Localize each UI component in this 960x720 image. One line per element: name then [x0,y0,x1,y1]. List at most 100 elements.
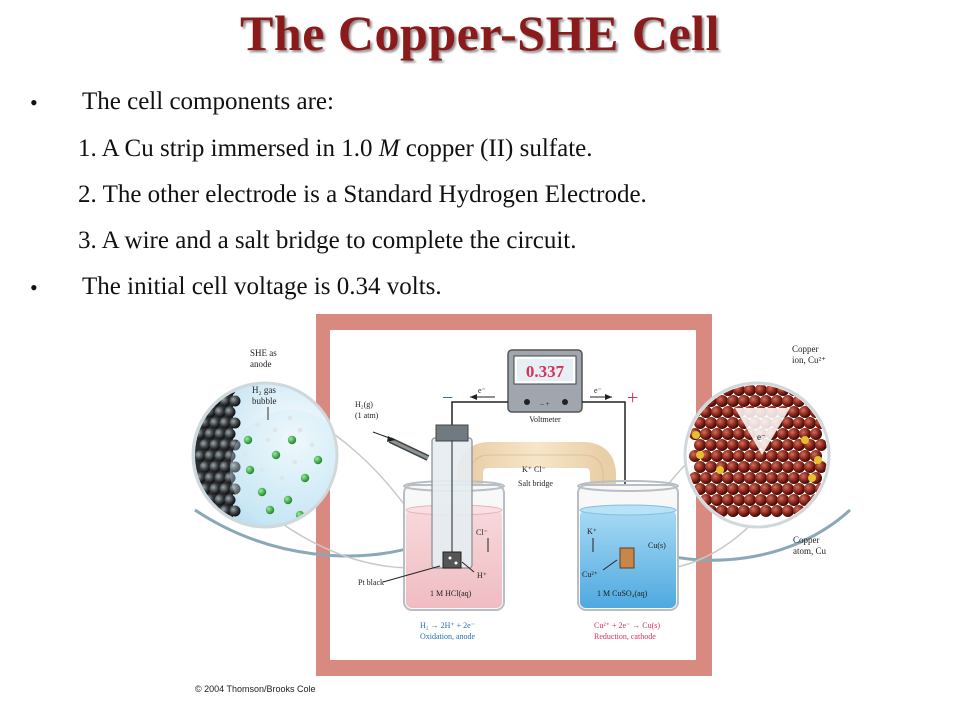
copper-atom [771,395,783,407]
copper-atom [777,494,789,506]
copper-atom [705,439,717,451]
h2-bubble-label-1: H₂ gas [252,385,276,395]
hydrogen-ion [300,473,310,483]
copper-atom [727,395,739,407]
cathode-copper-solid: Cu(s) [648,541,666,550]
platinum-atom [224,494,236,506]
copper-atom [722,406,734,418]
item-1-num: 1. [78,135,97,162]
copper-atom [804,483,816,495]
copper-atom [749,395,761,407]
anode-solution-label: 1 M HCl(aq) [430,589,472,598]
copper-atom [815,439,827,451]
copper-atom [722,494,734,506]
copper-atom [782,439,794,451]
platinum-atom [229,417,241,429]
voltmeter-display: 0.337 [526,362,565,381]
copper-atom-label-1: Copper [793,535,820,545]
copper-atom [771,505,783,517]
bullet-components: The cell components are: [82,88,334,115]
copper-atom [711,406,723,418]
platinum-atom [204,450,216,462]
copper-atom [760,461,772,473]
item-1-pre: A Cu strip immersed in 1.0 [101,135,379,162]
copper-atom [766,494,778,506]
hydrogen-molecule [292,459,298,465]
copper-atom [694,439,706,451]
copper-atom [744,494,756,506]
copper-atom [760,505,772,517]
item-2: 2. The other electrode is a Standard Hyd… [78,181,647,209]
copper-atom [733,494,745,506]
copper-atom [755,385,767,396]
copper-atom [749,483,761,495]
copper-ion-particle [696,451,704,459]
hydrogen-molecule [297,427,303,433]
platinum-atom [204,385,216,396]
negative-terminal-sign: − [442,387,453,409]
copper-atom [810,385,822,396]
item-3-text: A wire and a salt bridge to complete the… [101,227,577,254]
copper-atom [727,439,739,451]
copper-ion-particle [814,456,822,464]
copper-atom [744,450,756,462]
copper-atom [749,461,761,473]
copper-atom [716,483,728,495]
copper-atom [760,483,772,495]
hydrogen-molecule [242,452,248,458]
copyright-note: © 2004 Thomson/Brooks Cole [195,684,316,694]
copper-atom [744,472,756,484]
copper-atom [711,472,723,484]
copper-atom [771,439,783,451]
item-3: 3. A wire and a salt bridge to complete … [78,227,576,255]
platinum-atom [209,417,221,429]
copper-atom [788,472,800,484]
copper-atom [771,461,783,473]
h2-gas-label: H₂(g) [355,400,373,409]
pt-black-label: Pt black [358,578,384,587]
copper-atom [733,472,745,484]
copper-atom [694,417,706,429]
copper-atom [755,472,767,484]
copper-ion-particle [692,431,700,439]
hydrogen-ion [287,435,297,445]
copper-atom [766,472,778,484]
she-zoom-circle [191,381,339,529]
platinum-atom [214,406,226,418]
hydrogen-molecule [259,467,265,473]
copper-atom [755,494,767,506]
copper-atom [744,385,756,396]
platinum-atom [214,428,226,440]
hydrogen-molecule [255,497,261,503]
copper-atom [760,395,772,407]
copper-ion-label-1: Copper [792,344,819,354]
platinum-atom [199,395,211,407]
copper-atom [738,395,750,407]
copper-atom [793,461,805,473]
copper-atom [771,483,783,495]
zoom-electron-label: e⁻ [757,432,766,442]
hydrogen-ion [313,455,323,465]
voltmeter-label: Voltmeter [529,415,561,424]
copper-atom [722,450,734,462]
platinum-atom [219,439,231,451]
copper-atom [716,395,728,407]
bullet-marker: • [30,90,38,115]
copper-atom [738,461,750,473]
hydrogen-ion [271,450,281,460]
platinum-atom [229,439,241,451]
h2-pressure-label: (1 atm) [355,411,379,420]
copper-atom [705,483,717,495]
copper-atom [749,505,761,517]
copper-atom [705,417,717,429]
platinum-atom [209,439,221,451]
copper-atom [727,417,739,429]
hydrogen-molecule [279,475,285,481]
wire-electron-right: e⁻ [594,386,602,395]
positive-terminal-sign: + [627,387,638,409]
copper-atom [694,461,706,473]
item-1-italic: M [378,135,400,162]
anode-chloride-ion: Cl⁻ [476,528,488,537]
copper-atom [782,395,794,407]
